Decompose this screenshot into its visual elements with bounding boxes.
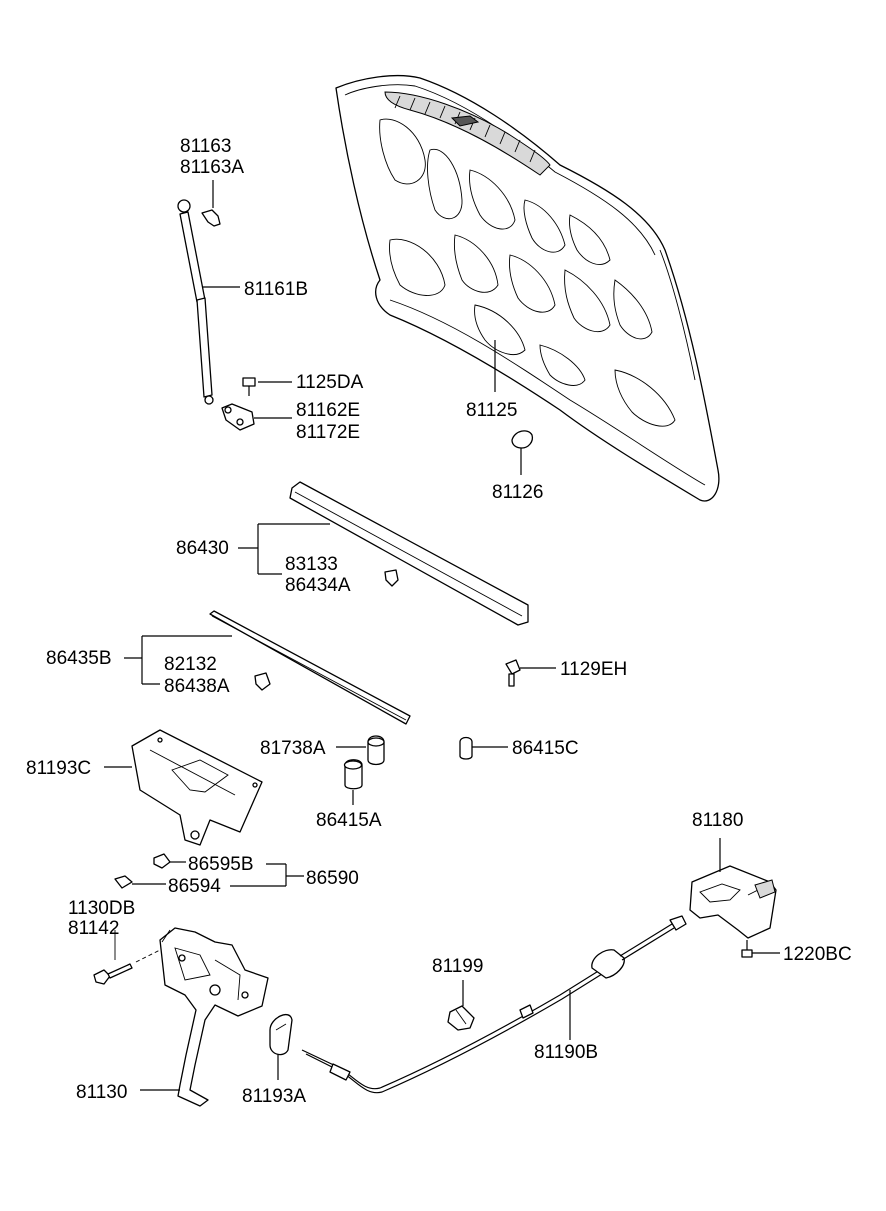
label-1130db: 1130DB — [68, 898, 135, 919]
label-83133: 83133 — [285, 554, 338, 575]
bolt-1129eh — [505, 659, 556, 687]
label-82132: 82132 — [164, 654, 217, 675]
label-86438a: 86438A — [164, 676, 230, 697]
screw-1220bc — [741, 940, 780, 958]
label-86434a: 86434A — [285, 575, 351, 596]
label-86430: 86430 — [176, 538, 229, 559]
clip-81199 — [447, 980, 475, 1031]
strip-86435b — [124, 610, 411, 725]
stopper-86415a — [343, 759, 363, 805]
label-81190b: 81190B — [534, 1042, 598, 1063]
label-81172e: 81172E — [296, 422, 360, 443]
label-81738a: 81738A — [260, 738, 326, 759]
hood-stay-strut — [177, 180, 240, 405]
release-handle-81180 — [689, 838, 777, 939]
label-86590: 86590 — [306, 868, 359, 889]
stopper-86415c — [459, 736, 508, 760]
label-81180: 81180 — [692, 810, 743, 831]
fastener-group-86590 — [114, 853, 304, 889]
label-81199: 81199 — [432, 956, 483, 977]
label-81142: 81142 — [68, 918, 119, 939]
clip-81193a — [269, 1014, 293, 1080]
hood-latch-81130 — [93, 927, 269, 1107]
hood-bumper-81126 — [511, 430, 534, 475]
label-81163a: 81163A — [180, 157, 244, 178]
label-86595b: 86595B — [188, 854, 254, 875]
stopper-81738a — [336, 735, 385, 766]
bolt-1125da — [242, 377, 292, 396]
label-81161b: 81161B — [244, 279, 308, 300]
label-81163: 81163 — [180, 136, 231, 157]
release-cable-81190b — [301, 915, 687, 1094]
label-86435b: 86435B — [46, 648, 112, 669]
label-81193c: 81193C — [26, 758, 91, 779]
latch-bracket-81193c — [104, 729, 263, 846]
label-1125da: 1125DA — [296, 372, 364, 393]
label-81162e: 81162E — [296, 400, 360, 421]
hood-panel — [335, 74, 720, 502]
label-81193a: 81193A — [242, 1086, 306, 1107]
label-81125: 81125 — [466, 400, 517, 421]
label-81130: 81130 — [76, 1082, 127, 1103]
label-86415c: 86415C — [512, 738, 579, 759]
stay-bracket — [221, 403, 292, 431]
weatherstrip-86430 — [238, 481, 529, 626]
label-86594: 86594 — [168, 876, 221, 897]
label-81126: 81126 — [492, 482, 543, 503]
label-1129eh: 1129EH — [560, 659, 627, 680]
label-86415a: 86415A — [316, 810, 382, 831]
label-1220bc: 1220BC — [783, 944, 852, 965]
